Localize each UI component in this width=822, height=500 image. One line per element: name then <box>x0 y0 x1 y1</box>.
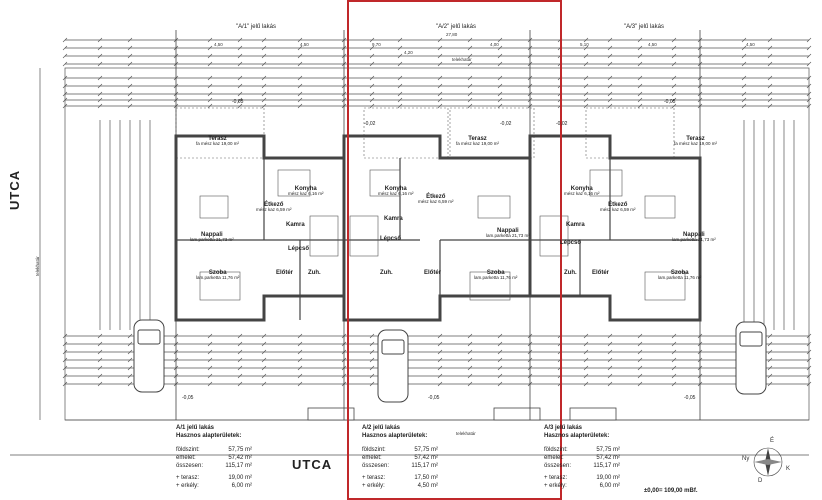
area-table-a1-subheading: Hasznos alapterületek: <box>176 433 242 439</box>
room-a1-lepcso: Lépcső <box>288 246 310 252</box>
street-label-left: UTCA <box>7 169 22 210</box>
telekhatar-left: telekhatár <box>35 256 40 276</box>
level-a1-top: -0,05 <box>232 99 244 105</box>
area-table-a3-heading: A/3 jelű lakás <box>544 425 583 431</box>
dim-top-4: 4,00 <box>490 42 499 47</box>
unit-a1-title: "A/1" jelű lakás <box>236 24 276 30</box>
car-a3 <box>735 321 767 395</box>
area-table-a2: A/2 jelű lakás Hasznos alapterületek: fö… <box>362 425 438 489</box>
area-table-a3: A/3 jelű lakás Hasznos alapterületek: fö… <box>544 425 620 489</box>
dim-top-1: 4,50 <box>214 42 223 47</box>
telekhatar-top: telekhatár <box>452 57 472 62</box>
room-a1-kamra: Kamra <box>286 222 305 228</box>
unit-a3-title: "A/3" jelű lakás <box>624 24 664 30</box>
room-a2-eloter: Előtér <box>424 270 442 276</box>
level-a2-mid: -0,02 <box>364 121 376 127</box>
room-a3-lepcso: Lépcső <box>560 240 582 246</box>
level-a2-mid-2: -0,02 <box>500 121 512 127</box>
room-a2-zuh: Zuh. <box>380 270 393 276</box>
unit-a3-width: 5,10 <box>580 42 589 47</box>
level-a3-top: -0,05 <box>664 99 676 105</box>
compass-south: D <box>758 478 763 484</box>
unit-a1-width: 9,70 <box>372 42 381 47</box>
room-a2-lepcso: Lépcső <box>380 236 402 242</box>
car-a1 <box>133 319 165 393</box>
car-a2 <box>377 329 409 403</box>
area-table-a2-subheading: Hasznos alapterületek: <box>362 433 428 439</box>
room-a2-kamra: Kamra <box>384 216 403 222</box>
dim-top-6: 4,50 <box>746 42 755 47</box>
area-table-a3-subheading: Hasznos alapterületek: <box>544 433 610 439</box>
area-table-a1: A/1 jelű lakás Hasznos alapterületek: fö… <box>176 425 252 489</box>
unit-a1-walls <box>174 134 346 322</box>
room-a1-zuh: Zuh. <box>308 270 321 276</box>
unit-a2-total-width: 27,80 <box>446 32 458 37</box>
dim-top-3: 4,20 <box>404 50 413 55</box>
compass-west: Ny <box>742 456 750 462</box>
room-a3-eloter: Előtér <box>592 270 610 276</box>
unit-a2-title: "A/2" jelű lakás <box>436 24 476 30</box>
area-table-a2-heading: A/2 jelű lakás <box>362 425 401 431</box>
area-table-a1-heading: A/1 jelű lakás <box>176 425 215 431</box>
level-a3-bottom: -0,05 <box>684 395 696 401</box>
compass-rose-icon <box>753 447 783 477</box>
zero-level-note: ±0,00= 109,00 mBf. <box>644 488 698 494</box>
dim-top-5: 4,50 <box>648 42 657 47</box>
compass-north: É <box>770 438 775 444</box>
room-a3-kamra: Kamra <box>566 222 585 228</box>
level-a3-mid: -0,02 <box>556 121 568 127</box>
room-a3-zuh: Zuh. <box>564 270 577 276</box>
unit-a2-highlight <box>347 0 562 500</box>
level-a1-bottom: -0,05 <box>182 395 194 401</box>
room-a1-eloter: Előtér <box>276 270 294 276</box>
street-label-bottom: UTCA <box>292 457 333 472</box>
telekhatar-bottom: telekhatár <box>456 431 476 436</box>
level-a2-bottom: -0,05 <box>428 395 440 401</box>
dim-top-2: 4,50 <box>300 42 309 47</box>
compass-east: K <box>786 466 791 472</box>
